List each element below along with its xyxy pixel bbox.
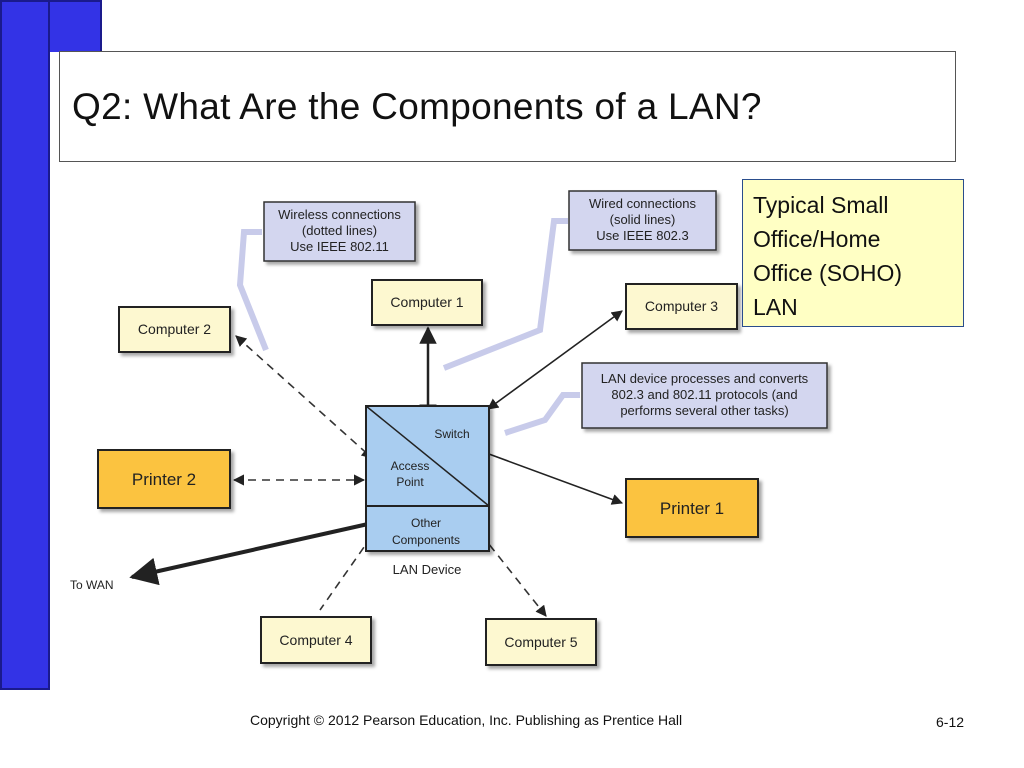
lan-device-callout-line-3: performs several other tasks)	[620, 403, 788, 418]
computer-1-node: Computer 1	[371, 279, 483, 326]
soho-caption-line-2: Office/Home	[753, 226, 881, 252]
computer-4-node: Computer 4	[260, 616, 372, 664]
soho-caption-line-3: Office (SOHO)	[753, 260, 903, 286]
link-computer4	[319, 489, 405, 611]
computer-2-label: Computer 2	[138, 321, 211, 337]
access-point-label-line-1: Access	[391, 459, 430, 473]
link-printer1	[476, 448, 624, 505]
lan-device-label: LAN Device	[393, 562, 462, 577]
footer-copyright: Copyright © 2012 Pearson Education, Inc.…	[250, 712, 683, 728]
computer-1-label: Computer 1	[390, 294, 463, 310]
other-components-label-line-2: Components	[392, 533, 460, 547]
printer-2-node: Printer 2	[97, 449, 231, 509]
wireless-callout: Wireless connections (dotted lines) Use …	[263, 201, 416, 262]
soho-caption-box: Typical Small Office/Home Office (SOHO) …	[742, 179, 964, 327]
computer-3-label: Computer 3	[645, 298, 718, 314]
link-computer2	[235, 335, 373, 459]
computer-2-node: Computer 2	[118, 306, 231, 353]
page-title: Q2: What Are the Components of a LAN?	[72, 86, 762, 127]
access-point-label-line-2: Point	[396, 475, 424, 489]
wireless-callout-line-3: Use IEEE 802.11	[290, 239, 389, 254]
link-computer3	[487, 310, 623, 410]
soho-caption-line-4: LAN	[753, 294, 798, 320]
lan-device-callout: LAN device processes and converts 802.3 …	[581, 362, 828, 429]
top-accent-bar	[50, 0, 102, 52]
lan-device: Switch Access Point Other Components	[365, 405, 490, 552]
wired-callout: Wired connections (solid lines) Use IEEE…	[568, 190, 717, 251]
device-callout-pointer	[504, 392, 580, 436]
computer-4-label: Computer 4	[279, 632, 352, 648]
to-wan-label: To WAN	[70, 578, 114, 592]
computer-3-node: Computer 3	[625, 283, 738, 330]
wireless-callout-pointer	[236, 229, 269, 352]
other-components-label-line-1: Other	[411, 516, 441, 530]
computer-5-label: Computer 5	[504, 634, 577, 650]
wireless-callout-line-1: Wireless connections	[278, 207, 401, 222]
slide-number: 6-12	[936, 714, 965, 730]
lan-device-callout-line-1: LAN device processes and converts	[601, 371, 809, 386]
left-accent-bar	[0, 0, 50, 690]
title-box: Q2: What Are the Components of a LAN?	[59, 51, 956, 162]
wired-callout-line-2: (solid lines)	[610, 212, 676, 227]
printer-1-label: Printer 1	[660, 499, 724, 518]
lan-device-callout-line-2: 802.3 and 802.11 protocols (and	[611, 387, 797, 402]
printer-1-node: Printer 1	[625, 478, 759, 538]
printer-2-label: Printer 2	[132, 470, 196, 489]
wired-callout-line-1: Wired connections	[589, 196, 696, 211]
wireless-callout-line-2: (dotted lines)	[302, 223, 377, 238]
soho-caption-line-1: Typical Small	[753, 192, 889, 218]
computer-5-node: Computer 5	[485, 618, 597, 666]
link-to-wan	[129, 520, 378, 586]
wired-callout-line-3: Use IEEE 802.3	[596, 228, 689, 243]
switch-label: Switch	[434, 427, 469, 441]
